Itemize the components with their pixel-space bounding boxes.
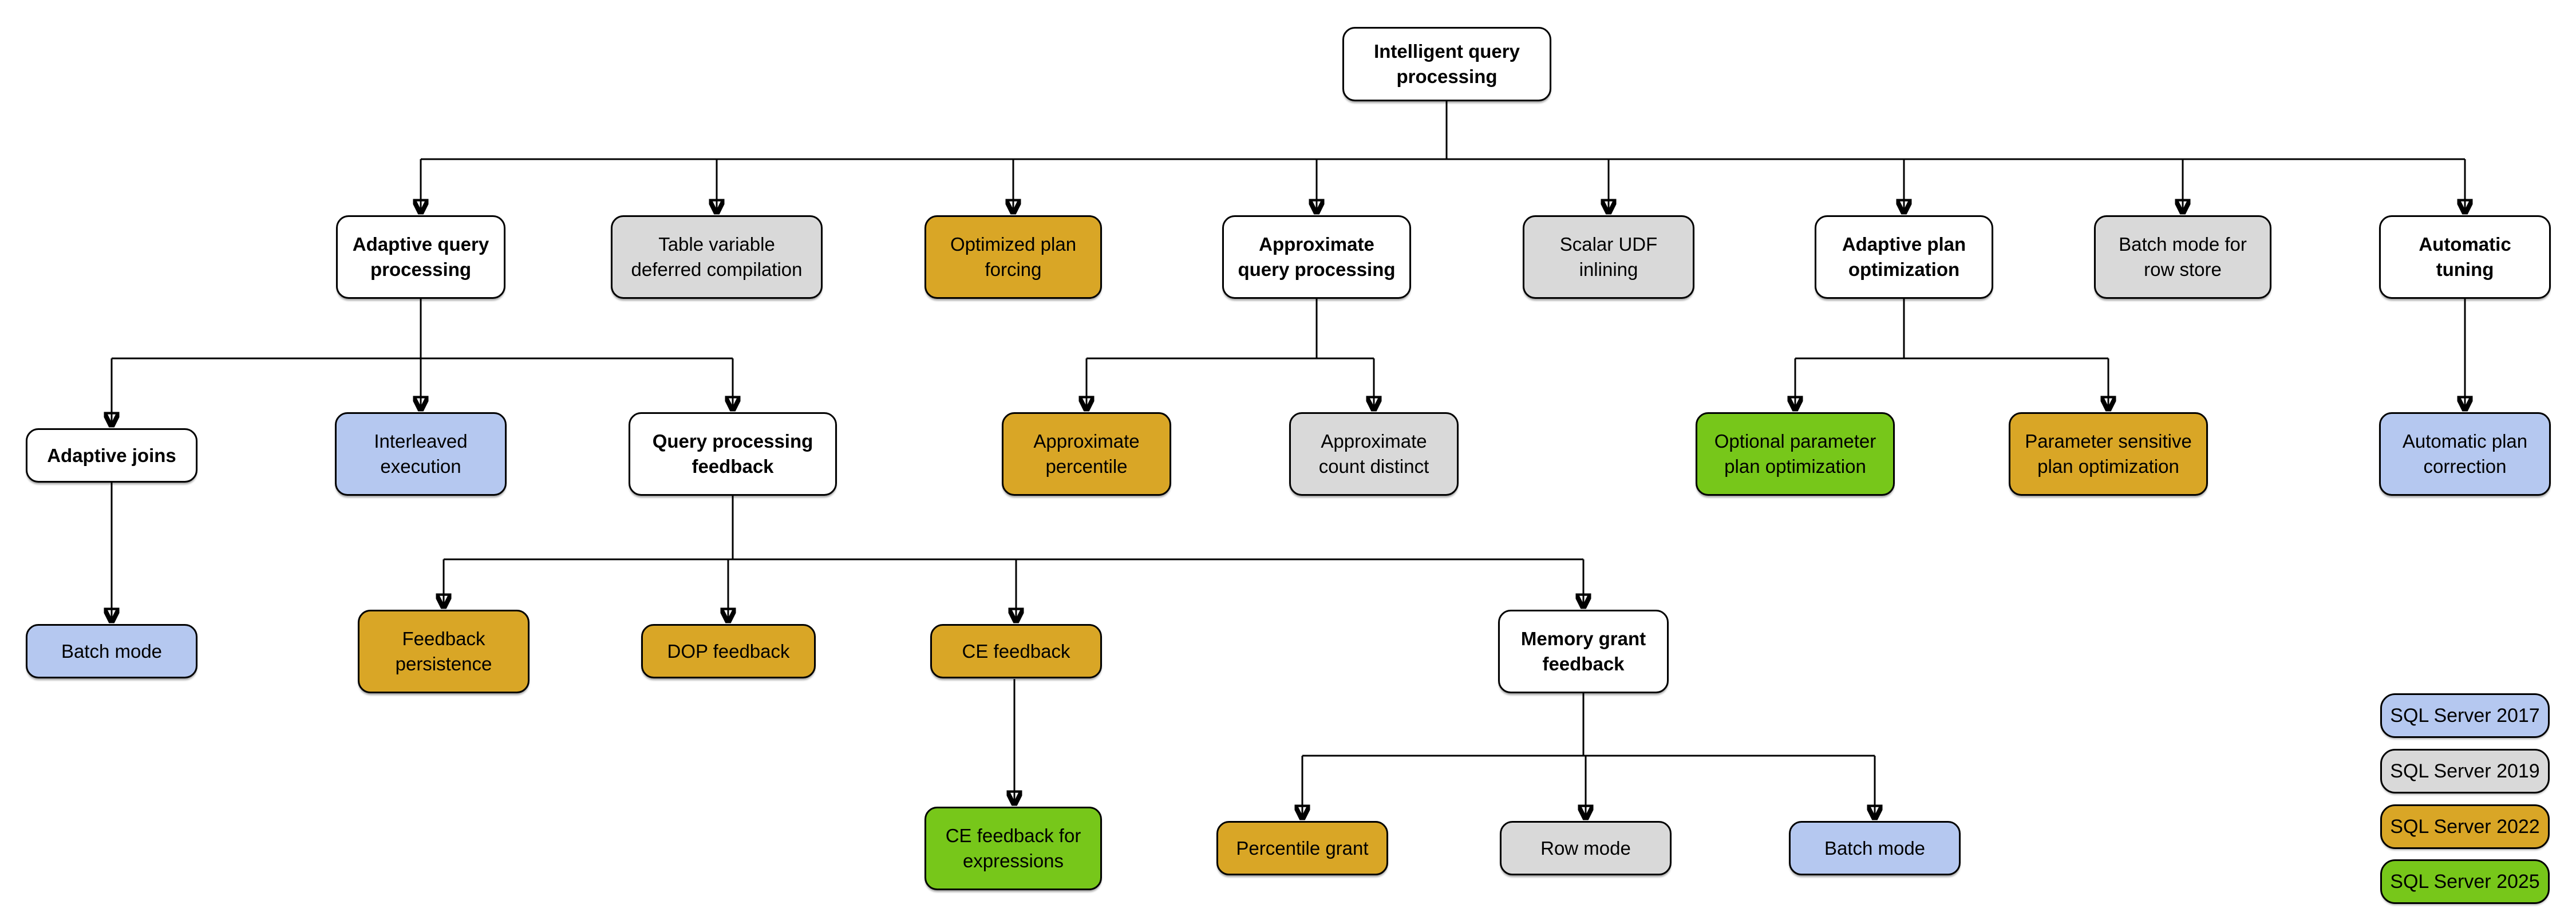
node-optimized-plan-forcing: Optimized plan forcing [924, 215, 1102, 299]
node-feedback-persistence: Feedback persistence [358, 610, 530, 693]
node-batch-mode-adaptive-joins: Batch mode [26, 624, 197, 678]
node-automatic-tuning: Automatic tuning [2379, 215, 2551, 299]
node-batch-mode-memory-grant: Batch mode [1789, 821, 1961, 875]
node-adaptive-joins: Adaptive joins [26, 428, 197, 483]
node-optional-parameter-plan-optimization: Optional parameter plan optimization [1696, 412, 1895, 496]
node-approximate-percentile: Approximate percentile [1002, 412, 1171, 496]
node-adaptive-plan-optimization: Adaptive plan optimization [1815, 215, 1993, 299]
node-intelligent-query-processing: Intelligent query processing [1342, 27, 1551, 101]
node-dop-feedback: DOP feedback [641, 624, 816, 678]
node-approximate-count-distinct: Approximate count distinct [1289, 412, 1459, 496]
node-parameter-sensitive-plan-optimization: Parameter sensitive plan optimization [2009, 412, 2208, 496]
legend-item-sql-server-2025: SQL Server 2025 [2380, 859, 2550, 904]
legend-item-sql-server-2022: SQL Server 2022 [2380, 804, 2550, 849]
legend-item-sql-server-2019: SQL Server 2019 [2380, 749, 2550, 793]
node-memory-grant-feedback: Memory grant feedback [1498, 610, 1669, 693]
node-adaptive-query-processing: Adaptive query processing [336, 215, 505, 299]
node-table-variable-deferred-compilation: Table variable deferred compilation [611, 215, 823, 299]
node-batch-mode-for-row-store: Batch mode for row store [2094, 215, 2271, 299]
node-row-mode: Row mode [1500, 821, 1672, 875]
node-ce-feedback: CE feedback [930, 624, 1102, 678]
legend-item-sql-server-2017: SQL Server 2017 [2380, 693, 2550, 738]
node-interleaved-execution: Interleaved execution [335, 412, 507, 496]
node-ce-feedback-for-expressions: CE feedback for expressions [924, 807, 1102, 890]
node-approximate-query-processing: Approximate query processing [1222, 215, 1411, 299]
node-automatic-plan-correction: Automatic plan correction [2379, 412, 2551, 496]
node-query-processing-feedback: Query processing feedback [629, 412, 837, 496]
node-scalar-udf-inlining: Scalar UDF inlining [1523, 215, 1694, 299]
node-percentile-grant: Percentile grant [1216, 821, 1388, 875]
